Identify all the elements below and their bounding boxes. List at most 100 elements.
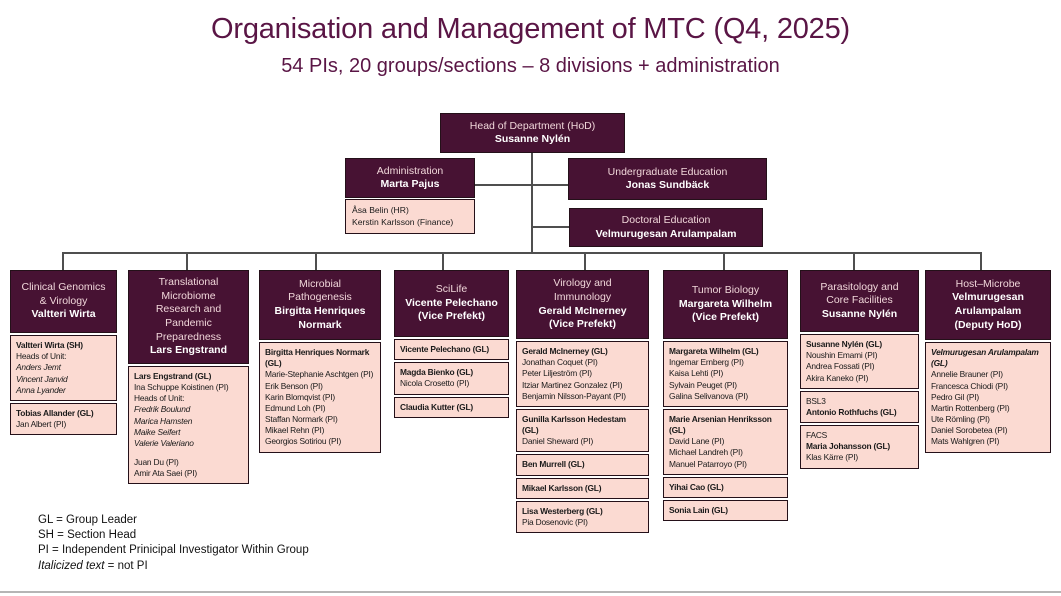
member-line: Juan Du (PI) xyxy=(134,457,179,468)
member-line: Maria Johansson (GL) xyxy=(806,441,890,452)
connector-drop-8 xyxy=(980,252,982,271)
division-title-line: Virology and xyxy=(553,277,612,290)
division-title-line: Clinical Genomics xyxy=(21,281,106,294)
member-line: Itziar Martinez Gonzalez (PI) xyxy=(522,379,623,390)
connector-drop-6 xyxy=(723,252,725,271)
group-box: Gerald McInerney (GL)Jonathan Coquet (PI… xyxy=(516,341,649,407)
member-line: Valerie Valeriano xyxy=(134,437,194,448)
division-title-line: Pathogenesis xyxy=(288,291,352,304)
connector-drop-4 xyxy=(442,252,444,271)
hod-box: Head of Department (HoD) Susanne Nylén xyxy=(440,113,625,153)
member-line: Noushin Emami (PI) xyxy=(806,350,878,361)
member-line: Heads of Unit: xyxy=(134,393,185,404)
legend: GL = Group Leader SH = Section Head PI =… xyxy=(38,513,309,574)
division-head-suffix: (Vice Prefekt) xyxy=(692,311,759,324)
member-line: Valtteri Wirta (SH) xyxy=(16,340,83,350)
member-line: Gerald McInerney (GL) xyxy=(522,346,608,356)
group-box: Yihai Cao (GL) xyxy=(663,476,788,498)
undergraduate-education-box: Undergraduate Education Jonas Sundbäck xyxy=(568,158,767,200)
connector-drop-1 xyxy=(62,252,64,271)
member-line: FACS xyxy=(806,430,828,441)
member-line: Marie Arsenian Henriksson (GL) xyxy=(669,413,772,436)
administration-label: Administration xyxy=(376,164,444,177)
member-line: BSL3 xyxy=(806,395,826,406)
group-box: Birgitta Henriques Normark (GL)Marie-Ste… xyxy=(259,342,381,453)
member-line: Velmurugesan Arulampalam (GL) xyxy=(931,347,1039,369)
division-title-line: Core Facilities xyxy=(826,294,893,307)
member-line: Peter Liljeström (PI) xyxy=(522,368,592,379)
division-title-line: Microbial xyxy=(298,277,341,290)
division-title-line: Preparedness xyxy=(155,330,222,343)
doctoral-education-name: Velmurugesan Arulampalam xyxy=(595,227,737,240)
administration-staff-line: Kerstin Karlsson (Finance) xyxy=(352,217,454,228)
division-head-name: Susanne Nylén xyxy=(821,307,898,320)
group-box: Gunilla Karlsson Hedestam (GL)Daniel She… xyxy=(516,408,649,453)
member-line: Georgios Sotiriou (PI) xyxy=(265,436,342,447)
member-line: Ingemar Ernberg (PI) xyxy=(669,357,744,368)
division-title-line: Pandemic xyxy=(165,316,212,329)
administration-staff-box: Åsa Belin (HR)Kerstin Karlsson (Finance) xyxy=(345,199,475,234)
connector-doctoral xyxy=(531,226,571,228)
division-title-line: SciLife xyxy=(435,283,468,296)
legend-italic-rest: = not PI xyxy=(104,559,148,572)
member-line: Vicente Pelechano (GL) xyxy=(400,344,489,354)
legend-line-italic: Italicized text = not PI xyxy=(38,559,309,574)
member-line: Annelie Brauner (PI) xyxy=(931,369,1003,380)
member-line: Karin Blomqvist (PI) xyxy=(265,391,335,402)
member-line: Antonio Rothfuchs (GL) xyxy=(806,406,897,417)
division-head-name: Velmurugesan Arulampalam xyxy=(952,291,1024,317)
doctoral-education-box: Doctoral Education Velmurugesan Arulampa… xyxy=(569,208,763,247)
group-box: Margareta Wilhelm (GL)Ingemar Ernberg (P… xyxy=(663,341,788,407)
group-box: Magda Bienko (GL)Nicola Crosetto (PI) xyxy=(394,362,509,395)
group-box: Ben Murrell (GL) xyxy=(516,454,649,476)
division-head-name: Lars Engstrand xyxy=(149,344,228,357)
member-line: Sonia Lain (GL) xyxy=(669,504,728,515)
division-head-name: Margareta Wilhelm xyxy=(678,297,773,310)
division-title-line: Research and xyxy=(155,303,222,316)
member-line: Francesca Chiodi (PI) xyxy=(931,380,1008,391)
member-line: Magda Bienko (GL) xyxy=(400,367,473,378)
member-line: Birgitta Henriques Normark (GL) xyxy=(265,347,370,369)
division-head-suffix: (Vice Prefekt) xyxy=(418,310,485,323)
member-line: Fredrik Boulund xyxy=(134,404,191,415)
division-head-name: Valtteri Wirta xyxy=(31,308,96,321)
member-line: Pedro Gil (PI) xyxy=(931,391,979,402)
connector-divisions-horizontal xyxy=(62,252,982,254)
bottom-divider xyxy=(0,591,1061,593)
member-line: Galina Selivanova (PI) xyxy=(669,390,748,401)
doctoral-education-label: Doctoral Education xyxy=(621,214,711,227)
member-line: Ute Römling (PI) xyxy=(931,414,990,425)
division-head-name: Gerald McInerney xyxy=(538,304,627,317)
member-line: Heads of Unit: xyxy=(16,351,67,362)
member-line: Lisa Westerberg (GL) xyxy=(522,505,603,516)
connector-admin-undergrad xyxy=(475,184,569,186)
group-box: Sonia Lain (GL) xyxy=(663,499,788,522)
member-line: Yihai Cao (GL) xyxy=(669,481,724,492)
group-box: Vicente Pelechano (GL) xyxy=(394,339,509,361)
division-head-name: Vicente Pelechano xyxy=(405,296,498,309)
member-line: Mikael Rehn (PI) xyxy=(265,425,325,436)
group-box: Lars Engstrand (GL)Ina Schuppe Koistinen… xyxy=(128,365,249,485)
member-line: Mikael Karlsson (GL) xyxy=(522,482,602,493)
page-subtitle: 54 PIs, 20 groups/sections – 8 divisions… xyxy=(281,55,780,77)
member-line: Margareta Wilhelm (GL) xyxy=(669,346,759,356)
member-line: David Lane (PI) xyxy=(669,436,725,447)
member-line: Maike Seifert xyxy=(134,426,181,437)
member-line: Daniel Sheward (PI) xyxy=(522,436,594,447)
group-box: Marie Arsenian Henriksson (GL)David Lane… xyxy=(663,408,788,475)
division-head-suffix: (Deputy HoD) xyxy=(954,318,1022,331)
member-line: Edmund Loh (PI) xyxy=(265,402,326,413)
member-line: Sylvain Peuget (PI) xyxy=(669,379,737,390)
member-line: Anna Lyander xyxy=(16,384,66,395)
